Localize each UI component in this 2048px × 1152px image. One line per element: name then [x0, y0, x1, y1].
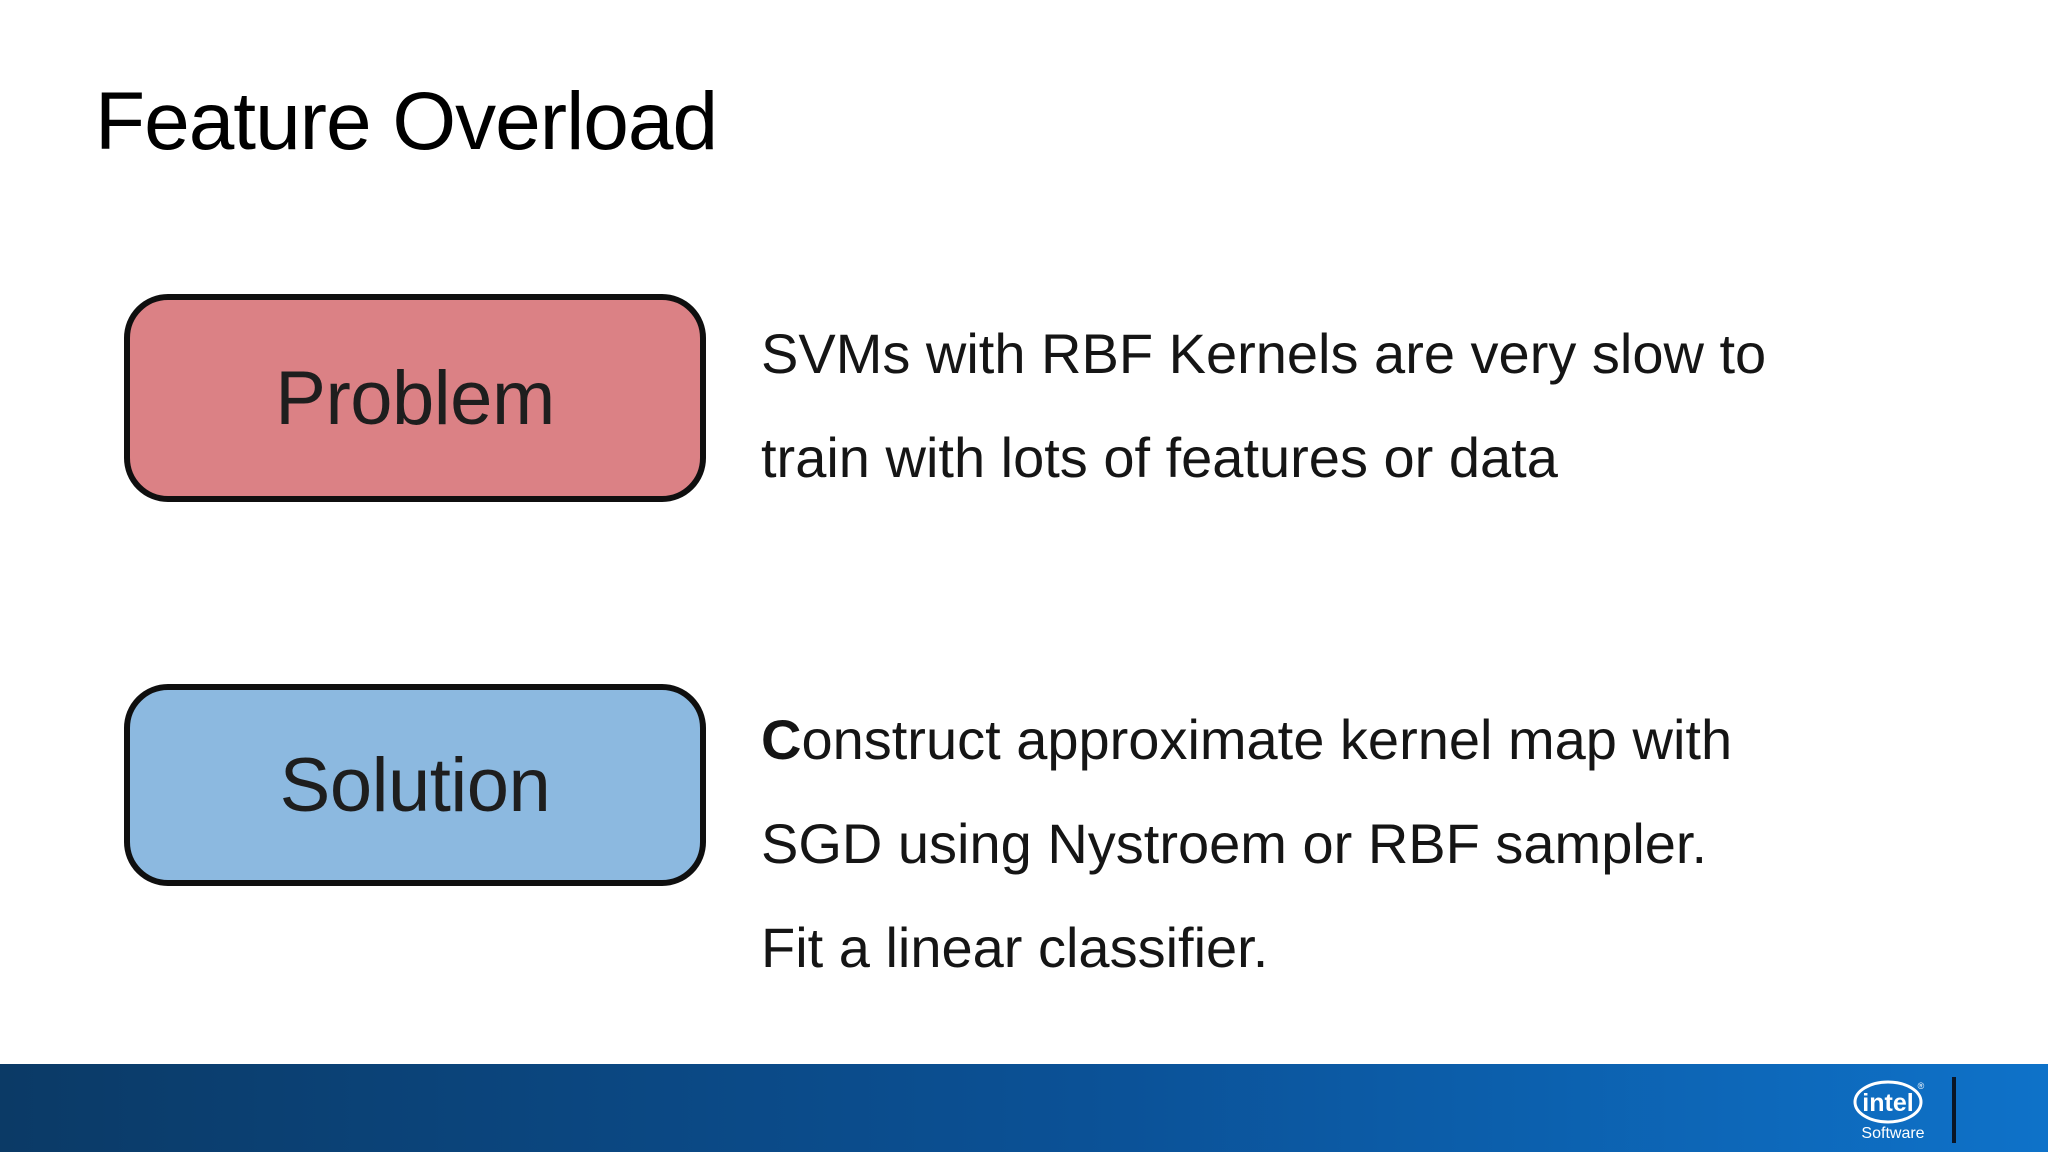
intel-logo-text: intel — [1862, 1089, 1913, 1117]
page-title: Feature Overload — [95, 76, 718, 167]
solution-box: Solution — [124, 684, 706, 886]
intel-software-logo: intel ® Software — [1847, 1078, 1939, 1146]
problem-description-line-2: train with lots of features or data — [761, 426, 1558, 489]
footer-divider — [1952, 1077, 1956, 1143]
solution-box-label: Solution — [279, 742, 551, 828]
problem-description: SVMs with RBF Kernels are very slow to t… — [761, 302, 1766, 510]
solution-line1-lead: C — [761, 708, 802, 771]
problem-description-line-1: SVMs with RBF Kernels are very slow to — [761, 322, 1767, 385]
problem-box: Problem — [124, 294, 706, 502]
solution-line1-rest: onstruct approximate kernel map with — [801, 708, 1733, 771]
intel-oval-icon: intel ® — [1853, 1080, 1925, 1124]
solution-description-line-3: Fit a linear classifier. — [761, 916, 1269, 979]
footer-bar — [0, 1064, 2048, 1152]
intel-logo-oval: intel ® — [1853, 1080, 1927, 1124]
solution-description-line-2: SGD using Nystroem or RBF sampler. — [761, 812, 1708, 875]
solution-description: Construct approximate kernel map with SG… — [761, 688, 1732, 1000]
solution-description-line-1: Construct approximate kernel map with — [761, 688, 1732, 792]
intel-software-label: Software — [1861, 1125, 1925, 1142]
registered-trademark-mark: ® — [1918, 1081, 1925, 1091]
problem-box-label: Problem — [275, 355, 555, 441]
